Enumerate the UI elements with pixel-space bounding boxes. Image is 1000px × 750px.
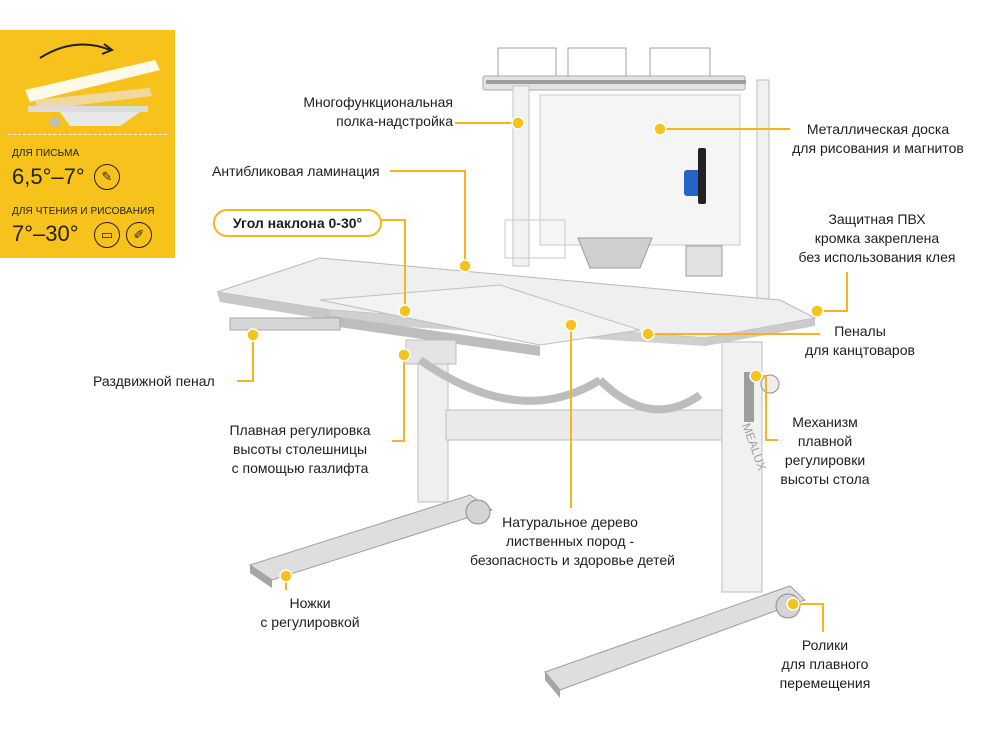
reading-caption: ДЛЯ ЧТЕНИЯ И РИСОВАНИЯ: [12, 206, 155, 217]
desk-tilt-illustration: [25, 43, 160, 127]
leader-lines: [237, 122, 848, 632]
writing-angle: 6,5°–7°: [12, 164, 85, 189]
book-icon: ▭: [94, 222, 120, 248]
callout-dots: [246, 116, 824, 611]
tilt-info-panel: ДЛЯ ПИСЬМА 6,5°–7° ✎ ДЛЯ ЧТЕНИЯ И РИСОВА…: [0, 30, 175, 258]
reading-angle: 7°–30°: [12, 221, 79, 246]
pen-icon: ✎: [94, 164, 120, 190]
shelf-unit: [497, 47, 711, 79]
antiglare-label: Антибликовая ламинация: [212, 163, 380, 179]
writing-caption: ДЛЯ ПИСЬМА: [12, 148, 80, 159]
sliding-case-label: Раздвижной пенал: [93, 373, 215, 389]
panel-divider: [8, 134, 167, 135]
brush-icon: ✐: [126, 222, 152, 248]
tilt-angle-badge: Угол наклона 0-30°: [213, 209, 382, 237]
